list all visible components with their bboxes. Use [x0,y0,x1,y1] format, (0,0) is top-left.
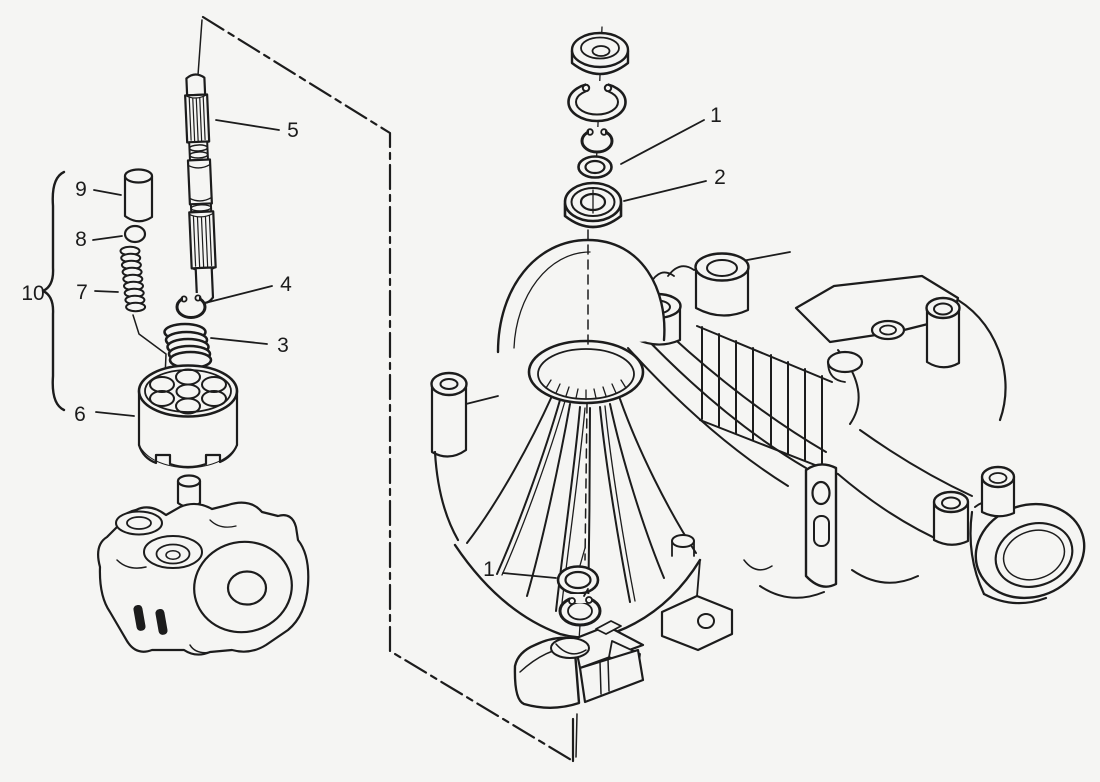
callout-3: 3 [277,334,289,357]
transaxle-housing [430,229,1086,652]
callout-10: 10 [21,282,44,305]
callout-7: 7 [76,281,88,304]
small-snap-ring [580,127,614,154]
cooling-fins [696,325,839,475]
center-bore [527,339,645,405]
bore-spline-ticks [545,379,627,400]
spring-locator-line [132,314,167,379]
callout-2: 2 [714,166,726,189]
callout-6: 6 [74,403,86,426]
large-retaining-ring [567,81,627,123]
center-section [97,501,310,656]
washer-part-1-top [577,155,613,179]
ball-bearing-part-2 [563,181,623,229]
cylinder-block-part-6 [137,364,239,469]
axle-tube [969,500,1086,605]
bottom-mount-block [660,534,734,652]
snap-ring-part-4 [175,293,207,319]
housing-top-plate [794,274,961,383]
washer-part-1-bottom [556,565,600,595]
callout-8: 8 [75,228,87,251]
callout-leaders [92,119,707,579]
housing-left-boss [430,371,499,542]
fan-retainer-disc [570,31,630,76]
radial-ribs [466,395,697,621]
axle-tube-bosses [932,465,1016,546]
callout-9: 9 [75,178,87,201]
spring-part-7 [119,245,147,313]
snap-ring-bottom [558,588,602,627]
housing-centerline [584,229,589,561]
callout-5: 5 [287,119,299,142]
group-brace [41,170,66,412]
spring-part-3 [163,322,213,370]
ball-part-8 [123,224,147,244]
pump-shaft-part-5 [184,73,217,304]
right-lug-post [804,463,838,588]
axle-bracket [513,620,645,709]
valve-group-10 [41,168,154,412]
plunger-part-9 [123,168,154,223]
callout-1-top: 1 [710,104,722,127]
callout-1-bottom: 1 [483,558,495,581]
callout-4: 4 [280,273,292,296]
phantom-boundary-line [197,15,575,763]
input-shaft-stack [563,26,630,229]
housing-dome [496,238,666,354]
